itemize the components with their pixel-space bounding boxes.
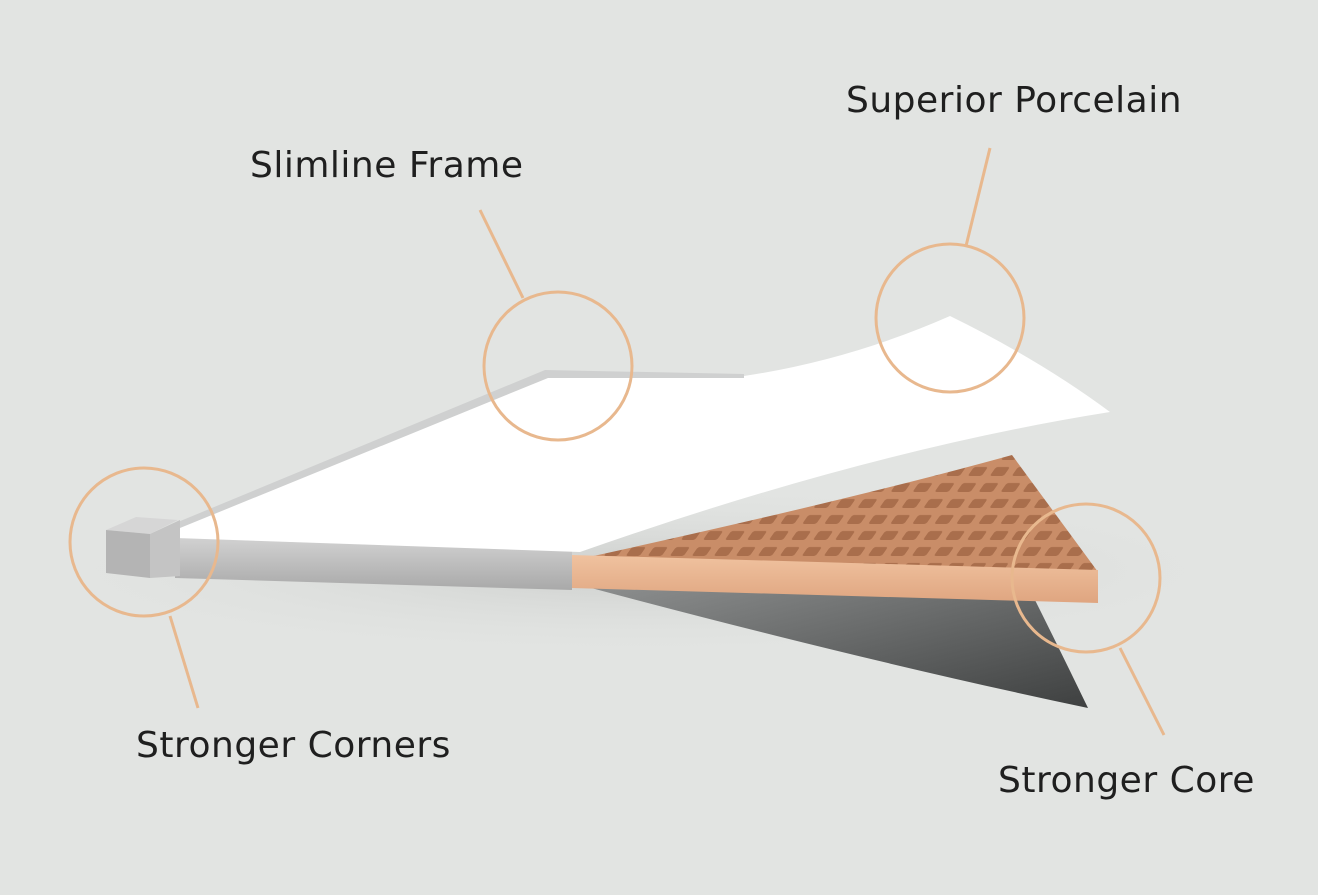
stronger-corners-label: Stronger Corners: [136, 725, 451, 766]
superior-porcelain-leader: [964, 147, 992, 247]
corner-block-side: [106, 530, 150, 578]
frame-front-edge: [175, 537, 572, 590]
slimline-frame-circle: [482, 290, 634, 442]
superior-porcelain-label: Superior Porcelain: [846, 80, 1183, 121]
stronger-core-label: Stronger Core: [998, 760, 1255, 801]
stronger-core-circle: [1010, 502, 1162, 654]
slimline-frame-leader: [478, 209, 525, 299]
stronger-corners-circle: [68, 466, 220, 618]
corner-block-front: [150, 520, 180, 578]
stronger-corners-leader: [168, 615, 200, 709]
stronger-core-leader: [1118, 647, 1166, 736]
callout-lines: [68, 147, 1166, 736]
superior-porcelain-circle: [874, 242, 1026, 394]
slimline-frame-label: Slimline Frame: [250, 145, 524, 186]
core-top-surface: [575, 455, 1098, 572]
porcelain-sheet: [176, 316, 1110, 552]
underside-shadow: [580, 585, 1088, 708]
corner-block-top: [106, 517, 178, 534]
core-edge: [572, 555, 1098, 603]
